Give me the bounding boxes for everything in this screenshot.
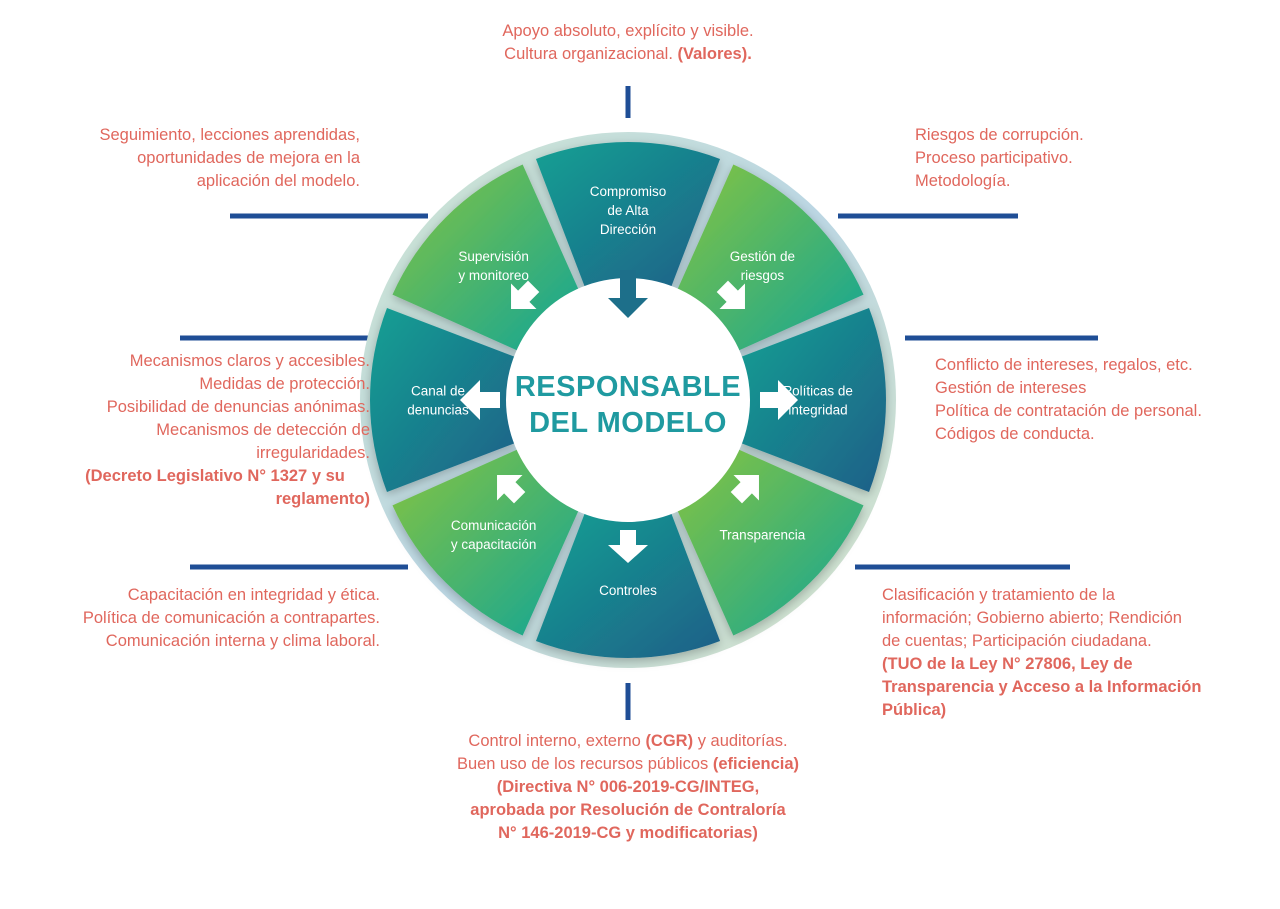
note-bottom-bold: aprobada por Resolución de Contraloría <box>470 801 786 819</box>
arrows <box>460 270 798 563</box>
arrow-right <box>760 380 798 420</box>
note-left-line: irregularidades. <box>256 444 370 462</box>
segment-compromiso <box>535 142 721 288</box>
note-bottom-line1c: y auditorías. <box>697 732 788 750</box>
note-bottom-line1b: (CGR) <box>645 732 694 750</box>
center-title-line2: DEL MODELO <box>529 407 727 439</box>
note-top: Apoyo absoluto, explícito y visible. Cul… <box>428 20 828 66</box>
note-bottom-right-bold: (TUO de la Ley N° 27806, Ley de <box>882 655 1133 673</box>
note-bottom: Control interno, externo (CGR) y auditor… <box>398 730 858 845</box>
note-right-line: Política de contratación de personal. <box>935 402 1202 420</box>
segment-canal <box>370 307 516 493</box>
connector-lines <box>180 86 1098 720</box>
segment-label-line: integridad <box>788 403 847 418</box>
segment-controles <box>535 512 721 658</box>
segment-comunicacion <box>392 448 580 636</box>
segment-label-line: riesgos <box>741 268 785 283</box>
segment-label-line: Supervisión <box>458 249 529 264</box>
note-bottom-line2b: (eficiencia) <box>712 755 800 773</box>
note-left-bold: (Decreto Legislativo N° 1327 y su <box>85 467 345 485</box>
note-bottom-right-bold: Transparencia y Acceso a la Información <box>882 678 1202 696</box>
segment-label-line: de Alta <box>607 203 649 218</box>
wheel-segments <box>370 142 887 658</box>
segment-label-gestion: Gestión de riesgos <box>730 249 795 283</box>
segment-transparencia <box>676 448 864 636</box>
note-left-line: Mecanismos de detección de <box>156 421 370 439</box>
segment-label-line: Comunicación <box>451 518 537 533</box>
note-top-left: Seguimiento, lecciones aprendidas, oport… <box>0 124 361 193</box>
segment-label-line: Transparencia <box>719 527 805 542</box>
note-bottom-left-line: Comunicación interna y clima laboral. <box>105 632 380 650</box>
note-bottom-left-line: Capacitación en integridad y ética. <box>127 586 380 604</box>
note-left-bold: reglamento) <box>275 490 370 508</box>
note-top-right-line: Proceso participativo. <box>915 149 1073 167</box>
note-right-line: Gestión de intereses <box>935 379 1087 397</box>
note-bottom-left: Capacitación en integridad y ética. Polí… <box>0 584 380 653</box>
note-left-line: Mecanismos claros y accesibles. <box>129 352 370 370</box>
arrow-left <box>460 380 500 420</box>
note-top-line1: Apoyo absoluto, explícito y visible. <box>502 22 754 40</box>
segment-gestion <box>676 164 864 352</box>
note-bottom-bold: N° 146-2019-CG y modificatorias) <box>498 824 758 842</box>
segment-label-supervision: Supervisión y monitoreo <box>458 249 529 283</box>
segment-label-line: Compromiso <box>590 184 667 199</box>
segment-label-line: Controles <box>599 583 657 598</box>
segment-label-line: y monitoreo <box>458 268 529 283</box>
note-top-line2-bold: (Valores). <box>677 45 752 63</box>
note-top-left-line: aplicación del modelo. <box>196 172 360 190</box>
note-top-right: Riesgos de corrupción. Proceso participa… <box>915 124 1084 193</box>
arrow-top-right <box>716 280 745 309</box>
note-bottom-right-line: de cuentas; Participación ciudadana. <box>882 632 1152 650</box>
segment-label-controles: Controles <box>599 583 657 598</box>
segment-label-line: denuncias <box>407 403 469 418</box>
center-disk <box>506 278 750 522</box>
note-top-right-line: Riesgos de corrupción. <box>915 126 1084 144</box>
note-left-line: Medidas de protección. <box>199 375 370 393</box>
note-bottom-bold: (Directiva N° 006-2019-CG/INTEG, <box>496 778 760 796</box>
segment-label-canal: Canal de denuncias <box>407 384 469 418</box>
segment-label-line: y capacitación <box>451 537 537 552</box>
center-title-line1: RESPONSABLE <box>515 371 741 403</box>
note-left-line: Posibilidad de denuncias anónimas. <box>106 398 370 416</box>
segment-supervision <box>392 164 580 352</box>
note-right: Conflicto de intereses, regalos, etc. Ge… <box>935 354 1202 446</box>
note-bottom-right-line: Clasificación y tratamiento de la <box>882 586 1115 604</box>
note-bottom-right: Clasificación y tratamiento de la inform… <box>882 584 1201 722</box>
arrow-down-bottom <box>608 530 648 563</box>
note-top-right-line: Metodología. <box>915 172 1011 190</box>
note-bottom-line2a: Buen uso de los recursos públicos <box>456 755 709 773</box>
note-top-line2: Cultura organizacional. <box>504 45 673 63</box>
note-bottom-line1a: Control interno, externo <box>468 732 641 750</box>
segment-label-politicas: Políticas de integridad <box>783 384 853 418</box>
note-bottom-right-bold: Pública) <box>882 701 947 719</box>
arrow-top-left <box>511 280 540 309</box>
segment-label-line: Dirección <box>600 222 656 237</box>
segment-politicas <box>740 307 887 493</box>
arrow-down-top <box>608 270 648 318</box>
note-right-line: Códigos de conducta. <box>935 425 1095 443</box>
note-top-left-line: oportunidades de mejora en la <box>137 149 360 167</box>
segment-label-transparencia: Transparencia <box>719 527 805 542</box>
segment-label-comunicacion: Comunicación y capacitación <box>451 518 537 552</box>
segment-label-line: Gestión de <box>730 249 795 264</box>
arrow-bottom-right <box>730 475 759 504</box>
arrow-bottom-left <box>497 475 526 504</box>
note-bottom-right-line: información; Gobierno abierto; Rendición <box>882 609 1182 627</box>
note-left: Mecanismos claros y accesibles. Medidas … <box>0 350 370 511</box>
segment-label-line: Políticas de <box>783 384 853 399</box>
note-top-left-line: Seguimiento, lecciones aprendidas, <box>99 126 361 144</box>
note-bottom-left-line: Política de comunicación a contrapartes. <box>82 609 380 627</box>
note-right-line: Conflicto de intereses, regalos, etc. <box>935 356 1193 374</box>
segment-label-line: Canal de <box>411 384 465 399</box>
